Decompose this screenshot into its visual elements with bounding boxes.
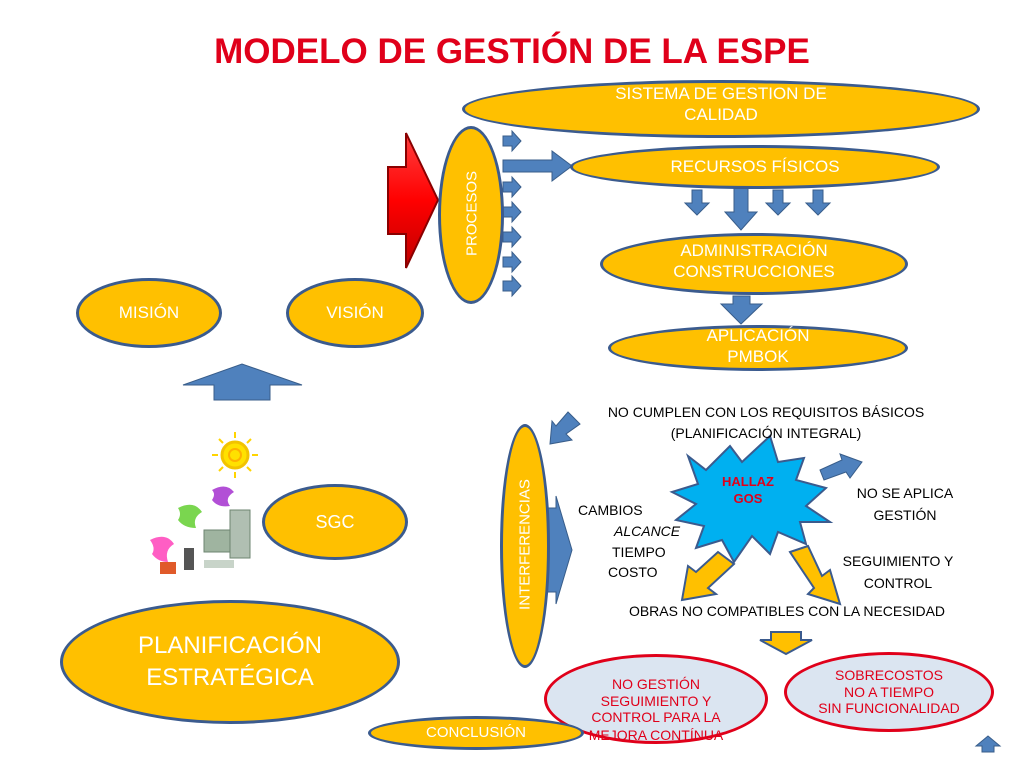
hallazgos-line-2: GOS	[733, 490, 763, 506]
sistema-line-1: SISTEMA DE GESTION DE	[615, 84, 827, 103]
sobrecostos-line-1: SOBRECOSTOS	[835, 666, 943, 683]
node-mision: MISIÓN	[76, 278, 222, 348]
page-title: MODELO DE GESTIÓN DE LA ESPE	[214, 32, 810, 71]
arrow-to-interferencias	[549, 411, 581, 445]
vision-label: VISIÓN	[326, 303, 384, 323]
planificacion-line-1: PLANIFICACIÓN	[137, 631, 323, 659]
outcome-sobrecostos: SOBRECOSTOS NO A TIEMPO SIN FUNCIONALIDA…	[784, 652, 994, 732]
node-aplicacion-pmbok: APLICACIÓN PMBOK	[608, 325, 908, 371]
no-cumplen-line-2: (PLANIFICACIÓN INTEGRAL)	[670, 425, 862, 441]
text-seguimiento-control: SEGUIMIENTO Y CONTROL	[826, 550, 970, 595]
recursos-label: RECURSOS FÍSICOS	[670, 157, 840, 177]
procesos-label: PROCESOS	[463, 170, 481, 257]
hallazgos-burst	[669, 434, 834, 564]
text-obras-no-compatibles: OBRAS NO COMPATIBLES CON LA NECESIDAD	[628, 603, 946, 619]
node-procesos	[438, 126, 504, 304]
no-gestion-line-4: MEJORA CONTÍNUA	[588, 727, 724, 743]
arrow-to-no-se-aplica	[819, 453, 863, 481]
node-interferencias	[500, 424, 550, 668]
nav-up-arrow-icon	[974, 735, 1002, 753]
seguimiento-line-1: SEGUIMIENTO Y	[842, 553, 954, 569]
text-no-cumplen: NO CUMPLEN CON LOS REQUISITOS BÁSICOS (P…	[560, 402, 972, 444]
no-se-aplica-line-2: GESTIÓN	[873, 507, 937, 524]
no-gestion-line-3: CONTROL PARA LA	[591, 709, 721, 726]
text-no-se-aplica: NO SE APLICA GESTIÓN	[832, 482, 978, 527]
node-recursos-fisicos: RECURSOS FÍSICOS	[570, 145, 940, 189]
node-sistema-gestion-calidad: SISTEMA DE GESTION DE CALIDAD	[462, 80, 980, 138]
recursos-down-arrows	[683, 187, 832, 231]
administracion-line-1: ADMINISTRACIÓN	[680, 240, 828, 260]
yellow-arrow-down	[759, 631, 813, 656]
clipart-people-sun-computer	[150, 432, 258, 574]
no-gestion-line-1: NO GESTIÓN	[612, 675, 700, 692]
node-vision: VISIÓN	[286, 278, 424, 348]
node-sgc: SGC	[262, 484, 408, 560]
sobrecostos-line-3: SIN FUNCIONALIDAD	[818, 700, 960, 717]
up-arrow-mision	[182, 363, 303, 401]
mision-label: MISIÓN	[118, 303, 180, 323]
yellow-arrow-right	[788, 544, 842, 606]
no-cumplen-line-1: NO CUMPLEN CON LOS REQUISITOS BÁSICOS	[607, 404, 925, 420]
yellow-arrow-left	[680, 550, 736, 602]
aplicacion-line-1: APLICACIÓN	[706, 325, 810, 345]
sistema-line-2: CALIDAD	[684, 105, 758, 125]
text-tiempo: TIEMPO	[612, 544, 666, 560]
text-alcance: ALCANCE	[614, 523, 681, 539]
planificacion-line-2: ESTRATÉGICA	[146, 664, 314, 691]
no-se-aplica-line-1: NO SE APLICA	[856, 485, 954, 501]
arrow-admin-aplicacion	[719, 295, 764, 325]
sobrecostos-line-2: NO A TIEMPO	[843, 683, 934, 700]
text-cambios: CAMBIOS	[578, 502, 643, 518]
conclusion-label: CONCLUSIÓN	[425, 723, 526, 741]
node-conclusion[interactable]: CONCLUSIÓN	[368, 716, 584, 750]
arrow-to-recursos	[502, 150, 573, 182]
interferencias-label: INTERFERENCIAS	[516, 479, 534, 610]
hallazgos-line-1: HALLAZ	[722, 474, 774, 489]
procesos-small-arrows	[502, 129, 522, 298]
sgc-label: SGC	[315, 511, 355, 532]
node-planificacion-estrategica: PLANIFICACIÓN ESTRATÉGICA	[60, 600, 400, 724]
seguimiento-line-2: CONTROL	[863, 575, 933, 592]
red-arrow-icon	[387, 132, 440, 269]
hallazgos-label: HALLAZ GOS	[700, 474, 796, 508]
nav-up-button[interactable]	[972, 732, 1004, 756]
no-gestion-line-2: SEGUIMIENTO Y	[600, 692, 712, 709]
administracion-line-2: CONSTRUCCIONES	[673, 262, 835, 281]
node-administracion-construcciones: ADMINISTRACIÓN CONSTRUCCIONES	[600, 233, 908, 295]
text-costo: COSTO	[608, 564, 658, 580]
aplicacion-line-2: PMBOK	[727, 347, 789, 366]
